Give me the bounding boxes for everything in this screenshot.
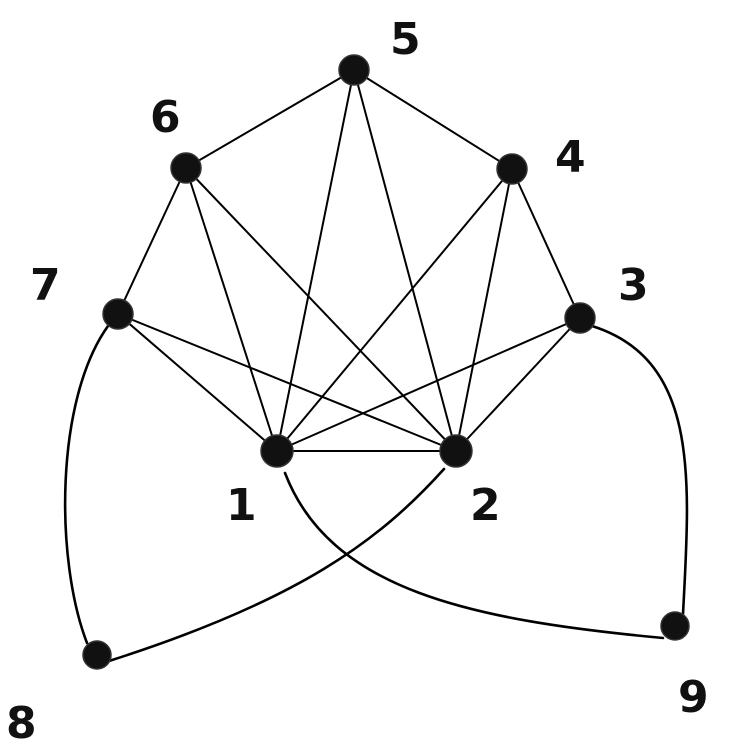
node-label-3: 3 <box>618 260 649 311</box>
edge-4-5 <box>353 69 513 170</box>
edge-2-3 <box>455 317 581 452</box>
edge-2-8 <box>107 467 446 663</box>
edge-2-7 <box>117 313 457 452</box>
node-label-4: 4 <box>555 132 586 183</box>
edge-1-3 <box>276 317 581 452</box>
edge-1-9 <box>283 471 665 640</box>
node-label-9: 9 <box>678 672 709 723</box>
edge-2-6 <box>185 167 457 452</box>
edge-7-8 <box>63 324 110 645</box>
edge-1-7 <box>117 313 278 452</box>
node-3 <box>564 302 596 334</box>
node-7 <box>102 298 134 330</box>
edge-2-5 <box>353 69 457 452</box>
node-label-1: 1 <box>226 480 257 531</box>
node-5 <box>338 54 370 86</box>
node-label-7: 7 <box>30 260 61 311</box>
edge-2-4 <box>455 168 513 452</box>
edge-3-9 <box>590 324 689 616</box>
labels-layer: 1 2 3 4 5 6 7 8 9 <box>6 14 709 749</box>
node-8 <box>82 640 112 670</box>
node-9 <box>660 611 690 641</box>
edge-1-6 <box>185 167 278 452</box>
edge-1-5 <box>276 69 355 452</box>
node-label-2: 2 <box>470 480 501 531</box>
node-2 <box>439 434 473 468</box>
edge-1-4 <box>276 168 513 452</box>
edge-5-6 <box>185 69 355 169</box>
edges-layer <box>63 69 689 663</box>
node-4 <box>496 153 528 185</box>
node-6 <box>170 152 202 184</box>
node-1 <box>260 434 294 468</box>
node-label-5: 5 <box>390 14 421 65</box>
edge-3-4 <box>511 168 581 319</box>
nodes-layer <box>82 54 690 670</box>
node-label-8: 8 <box>6 698 37 749</box>
edge-6-7 <box>117 167 187 315</box>
node-label-6: 6 <box>150 92 181 143</box>
